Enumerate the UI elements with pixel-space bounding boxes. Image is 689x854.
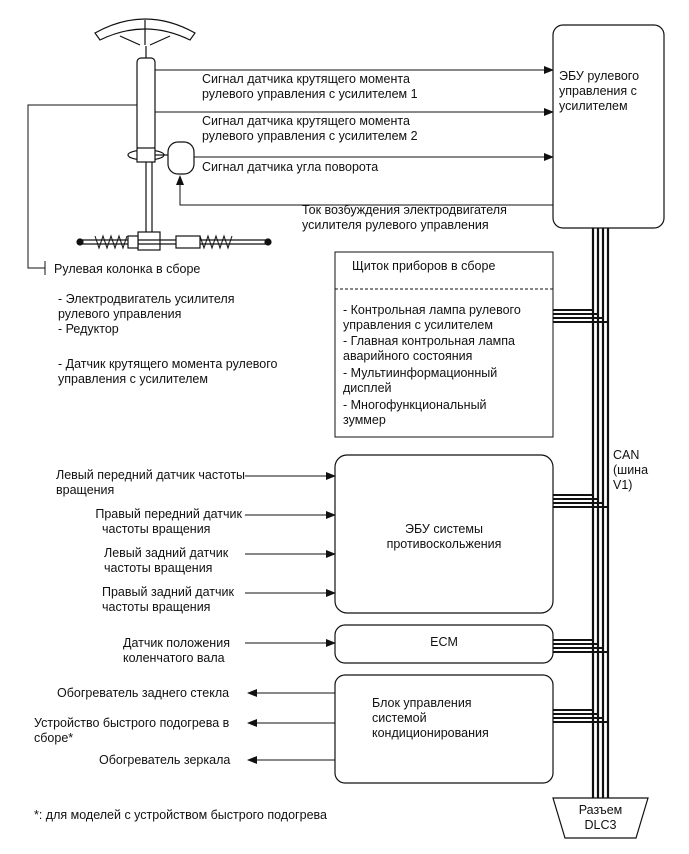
ac-label-2: системой bbox=[372, 711, 427, 725]
crank-sensor-2: коленчатого вала bbox=[123, 651, 225, 665]
meter-item-7: - Многофункциональный bbox=[343, 398, 487, 412]
skid-ecu-label-1: ЭБУ системы bbox=[405, 522, 483, 536]
torque1-signal-2: рулевого управления с усилителем 1 bbox=[202, 87, 418, 101]
combination-meter-box bbox=[334, 251, 554, 438]
lf-sensor-1: Левый передний датчик частоты bbox=[56, 468, 246, 482]
motor-current-signal-2: усилителя рулевого управления bbox=[302, 218, 489, 232]
rr-sensor-2: частоты вращения bbox=[102, 600, 211, 614]
ac-label-3: кондиционирования bbox=[372, 726, 489, 740]
meter-item-6: дисплей bbox=[343, 381, 392, 395]
crank-sensor-1: Датчик положения bbox=[123, 636, 230, 650]
dlc3-connector bbox=[552, 797, 649, 839]
mirror-heater-label: Обогреватель зеркала bbox=[99, 753, 231, 767]
quick-heater-label-2: сборе* bbox=[34, 731, 74, 745]
eps-ecu-label-1: ЭБУ рулевого bbox=[559, 69, 640, 83]
meter-title: Щиток приборов в сборе bbox=[352, 259, 496, 273]
rr-sensor-1: Правый задний датчик bbox=[102, 585, 234, 599]
eps-ecu-box bbox=[552, 24, 665, 229]
column-item-4: - Датчик крутящего момента рулевого bbox=[58, 357, 278, 371]
angle-signal: Сигнал датчика угла поворота bbox=[202, 160, 379, 174]
ecm-label: ECM bbox=[430, 635, 458, 649]
torque1-signal-1: Сигнал датчика крутящего момента bbox=[202, 72, 410, 86]
torque2-signal-2: рулевого управления с усилителем 2 bbox=[202, 129, 418, 143]
quick-heater-label-1: Устройство быстрого подогрева в bbox=[34, 716, 230, 730]
meter-item-2: управления с усилителем bbox=[343, 318, 493, 332]
column-item-2: рулевого управления bbox=[58, 307, 182, 321]
dlc-label-2: DLC3 bbox=[584, 818, 617, 832]
meter-item-4: аварийного состояния bbox=[343, 349, 473, 363]
column-title: Рулевая колонка в сборе bbox=[54, 262, 201, 276]
skid-ecu-label-2: противоскольжения bbox=[386, 537, 502, 551]
steering-column-illustration bbox=[76, 18, 272, 251]
can-label-2: (шина bbox=[613, 463, 649, 477]
lr-sensor-1: Левый задний датчик bbox=[104, 546, 229, 560]
ac-box bbox=[334, 674, 554, 784]
meter-item-1: - Контрольная лампа рулевого bbox=[343, 303, 521, 317]
column-item-5: управления с усилителем bbox=[58, 372, 208, 386]
dlc-label-1: Разъем bbox=[578, 803, 623, 817]
meter-item-5: - Мультиинформационный bbox=[343, 366, 498, 380]
footnote: *: для моделей с устройством быстрого по… bbox=[34, 808, 327, 822]
ac-label-1: Блок управления bbox=[372, 696, 472, 710]
lf-sensor-2: вращения bbox=[56, 483, 115, 497]
meter-item-8: зуммер bbox=[343, 413, 386, 427]
rf-sensor-1: Правый передний датчик bbox=[95, 507, 242, 521]
eps-ecu-label-3: усилителем bbox=[559, 99, 628, 113]
rf-sensor-2: частоты вращения bbox=[102, 522, 211, 536]
column-item-1: - Электродвигатель усилителя bbox=[58, 292, 235, 306]
can-label-1: CAN bbox=[613, 448, 640, 462]
can-label-3: V1) bbox=[613, 478, 633, 492]
rear-defogger-label: Обогреватель заднего стекла bbox=[57, 686, 230, 700]
skid-ecu-box bbox=[334, 454, 554, 614]
eps-ecu-label-2: управления с bbox=[559, 84, 637, 98]
column-item-3: - Редуктор bbox=[58, 322, 119, 336]
lr-sensor-2: частоты вращения bbox=[104, 561, 213, 575]
motor-current-signal-1: Ток возбуждения электродвигателя bbox=[302, 203, 507, 217]
torque2-signal-1: Сигнал датчика крутящего момента bbox=[202, 114, 410, 128]
meter-item-3: - Главная контрольная лампа bbox=[343, 334, 515, 348]
